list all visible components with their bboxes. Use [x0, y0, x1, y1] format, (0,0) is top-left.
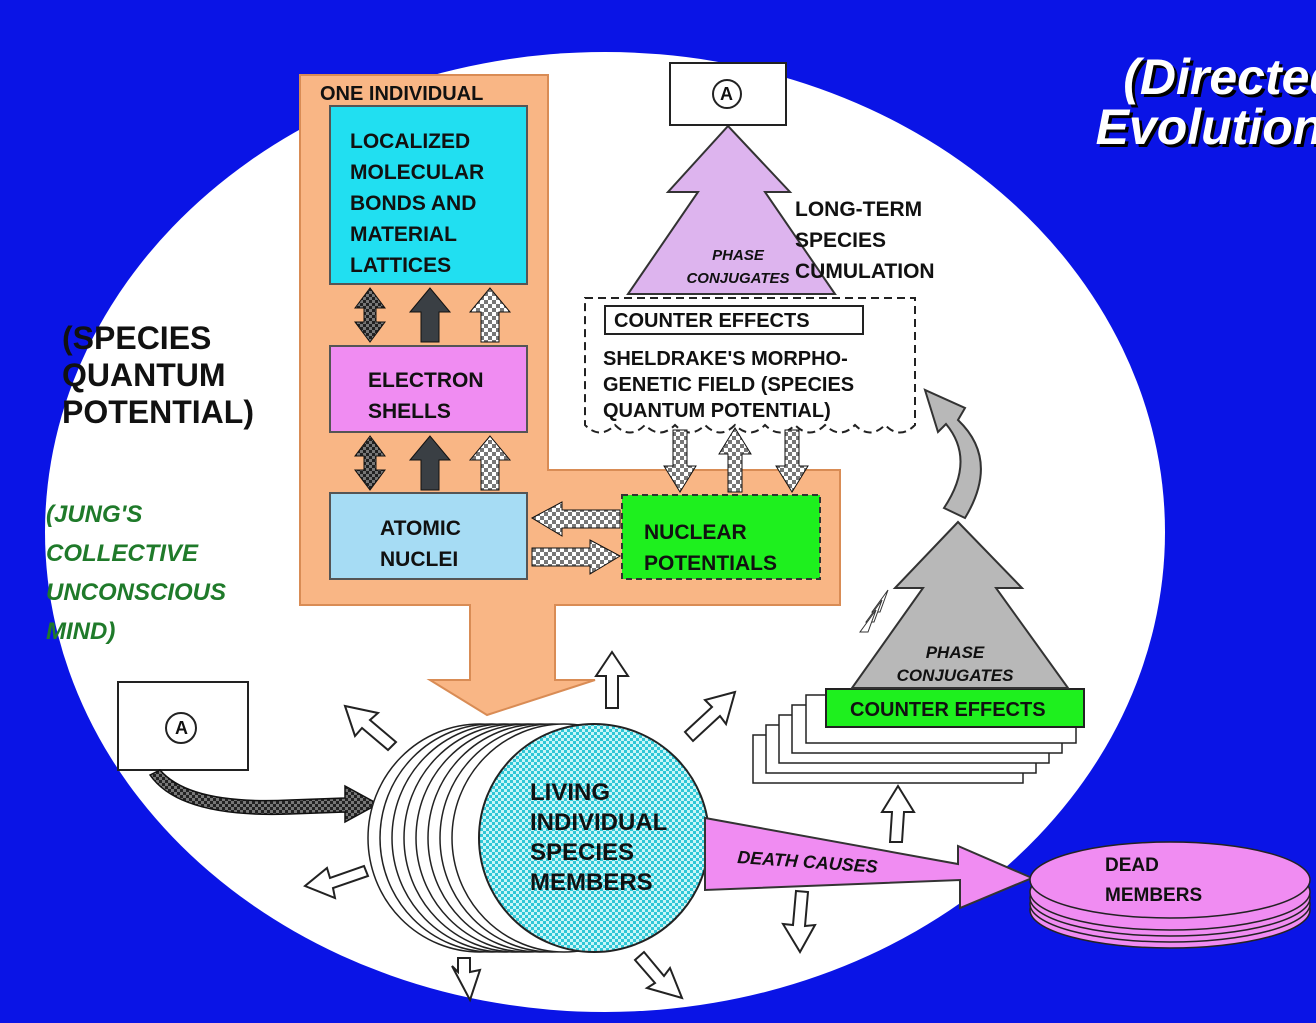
counter-effects-top-label: COUNTER EFFECTS	[614, 310, 810, 332]
dead-members-label: DEAD MEMBERS	[1105, 855, 1203, 906]
checkered-up-arrow-icon	[468, 435, 512, 491]
checkered-down-arrow-icon	[775, 429, 809, 493]
hollow-arrow-icon	[781, 889, 817, 954]
hollow-arrow-icon	[633, 950, 684, 1000]
diagram-title: (Directed Evolution)	[1095, 49, 1316, 155]
box-a-left-circle	[165, 712, 197, 744]
dead-members-stack	[1029, 841, 1311, 949]
one-individual-label: ONE INDIVIDUAL	[320, 83, 484, 105]
nuclear-potentials-label: NUCLEAR POTENTIALS	[644, 521, 778, 575]
right-arrow-icon	[531, 539, 622, 575]
phase-conjugates-right-layers	[859, 589, 889, 633]
checkered-down-arrow-icon	[663, 429, 697, 493]
radiating-arrows	[303, 650, 916, 1003]
death-causes-arrow	[704, 816, 1035, 910]
box-a-top-circle	[712, 79, 742, 109]
hollow-arrow-icon	[880, 784, 916, 843]
electron-shells-label: ELECTRON SHELLS	[368, 369, 484, 423]
hollow-arrow-icon	[594, 650, 630, 709]
box-a-top-letter: A	[720, 84, 733, 104]
checkered-up-arrow-icon	[468, 287, 512, 343]
electron-shells-box	[329, 345, 528, 433]
living-members-label: LIVING INDIVIDUAL SPECIES MEMBERS	[530, 779, 668, 896]
localized-bonds-box	[329, 105, 528, 285]
curved-up-arrow-icon	[923, 388, 982, 520]
localized-bonds-label: LOCALIZED MOLECULAR BONDS AND MATERIAL L…	[350, 130, 485, 277]
hollow-arrow-icon	[303, 864, 370, 900]
checkered-up-arrow-icon	[718, 427, 752, 493]
atomic-nuclei-label: ATOMIC NUCLEI	[380, 517, 461, 571]
up-arrow-icon	[408, 287, 452, 343]
nuclear-potentials-box	[621, 494, 821, 580]
left-arrow-icon	[530, 501, 621, 537]
curved-arrow-icon	[148, 769, 380, 824]
phase-conjugates-top-arrow	[626, 124, 837, 295]
box-a-left-letter: A	[175, 718, 188, 738]
jung-label: (JUNG'S COLLECTIVE UNCONSCIOUS MIND)	[46, 501, 227, 645]
species-quantum-label: (SPECIES QUANTUM POTENTIAL)	[62, 320, 254, 430]
phase-conjugates-right-arrow	[850, 520, 1070, 689]
counter-effects-top-box	[604, 305, 864, 335]
up-arrow-icon	[408, 435, 452, 491]
hollow-arrow-icon	[343, 704, 398, 752]
atomic-nuclei-box	[329, 492, 528, 580]
counter-effects-right-box	[825, 688, 1085, 728]
hollow-arrow-icon	[683, 690, 737, 743]
phase-conjugates-top-label: PHASE CONJUGATES	[686, 247, 790, 287]
long-term-label: LONG-TERM SPECIES CUMULATION	[795, 198, 935, 283]
counter-effects-right-label: COUNTER EFFECTS	[850, 699, 1046, 721]
double-arrow-icon	[354, 287, 386, 343]
double-arrow-icon	[354, 435, 386, 491]
sheldrake-label: SHELDRAKE'S MORPHO- GENETIC FIELD (SPECI…	[603, 348, 855, 422]
living-members-stack	[367, 723, 710, 953]
hollow-arrow-icon	[451, 957, 482, 1003]
phase-conjugates-right-label: PHASE CONJUGATES	[896, 643, 1014, 685]
